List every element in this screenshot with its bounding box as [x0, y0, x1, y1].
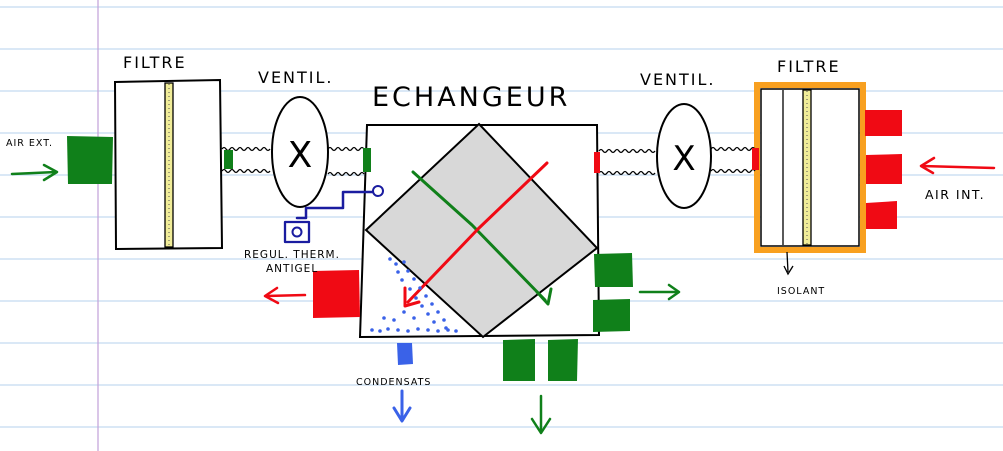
condensate-droplet: [396, 270, 400, 274]
flow-arrows: [10, 156, 996, 435]
fresh-supply-arrow-down: [530, 394, 552, 435]
warm-flow-arrowhead: [403, 286, 421, 308]
right-fan: X VENTIL.: [640, 70, 716, 209]
condensate-droplets: [370, 257, 458, 333]
exchanger-label: ECHANGEUR: [372, 82, 570, 113]
fresh-supply-arrow-right: [638, 283, 681, 301]
flexible-ducts: [221, 146, 756, 177]
air-int-inlet-block-top: [865, 110, 902, 136]
fresh-outlet-block-upper: [594, 253, 633, 287]
air-ext-label: AIR EXT.: [6, 138, 53, 149]
thermostat-dial: [291, 226, 303, 238]
exchanger-fresh-inlet-port: [363, 148, 371, 172]
condensate-droplet: [386, 327, 390, 331]
duct-filter-fan-top: [221, 146, 271, 152]
condensate-droplet: [412, 316, 416, 320]
condensate-droplet: [420, 304, 424, 308]
condensate-droplet: [426, 328, 430, 332]
condensate-droplet: [402, 260, 406, 264]
condensate-droplet: [408, 287, 412, 291]
duct-filter-fan-bottom: [221, 168, 271, 174]
air-int-arrow: [919, 156, 996, 175]
air-int-inlet-block-bottom: [866, 201, 897, 229]
condensate-droplet: [392, 318, 396, 322]
cold-flow-arrowhead: [535, 287, 553, 306]
temperature-probe: [372, 185, 384, 197]
condensate-droplet: [382, 316, 386, 320]
stale-outlet-block: [313, 270, 360, 318]
heat-exchanger: ECHANGEUR: [358, 82, 601, 339]
isolant-leader: [786, 251, 789, 273]
condensate-droplet: [430, 302, 434, 306]
condensate-droplet: [416, 327, 420, 331]
isolant-leader-arrowhead: [783, 265, 794, 276]
right-filter-label: FILTRE: [777, 57, 841, 76]
regulation-cable: [295, 190, 374, 220]
fresh-outlet-block-lower: [593, 299, 630, 332]
antigel-label: ANTIGEL: [266, 263, 318, 275]
condensate-droplet: [406, 329, 410, 333]
duct-fan-exchanger-top: [327, 146, 365, 152]
condensate-drain-block: [397, 343, 413, 365]
exchanger-core: [364, 122, 599, 339]
regulation-label: REGUL. THERM.: [244, 249, 340, 261]
condensate-droplet: [426, 312, 430, 316]
left-filter: FILTRE: [113, 53, 224, 251]
air-int-label: AIR INT.: [925, 187, 985, 202]
condensate-droplet: [414, 296, 418, 300]
right-fan-symbol: X: [672, 139, 695, 179]
condensate-droplet: [454, 329, 458, 333]
condensate-droplet: [378, 329, 382, 333]
condensate-droplet: [400, 278, 404, 282]
condensate-droplet: [394, 262, 398, 266]
condensate-droplet: [442, 318, 446, 322]
fresh-outlet-block-bottom-right: [548, 339, 578, 381]
condensate-droplet: [396, 328, 400, 332]
left-fan-housing: [271, 96, 329, 208]
condensate-droplet: [402, 310, 406, 314]
left-filter-outlet-port: [224, 150, 233, 169]
condensate-droplet: [406, 269, 410, 273]
condensate-droplet: [436, 329, 440, 333]
duct-fan-filter-top: [710, 146, 756, 152]
duct-exchanger-fan-top: [598, 148, 656, 154]
condensate-droplet: [418, 286, 422, 290]
right-fan-housing: [656, 103, 712, 209]
right-filter: FILTRE ISOLANT: [754, 57, 866, 297]
right-filter-outlet-port: [752, 148, 759, 170]
air-int-inlet-block-middle: [866, 154, 902, 184]
left-filter-label: FILTRE: [123, 53, 187, 72]
condensate-droplet: [412, 277, 416, 281]
left-fan-label: VENTIL.: [258, 68, 334, 87]
condensate-drain-arrow: [392, 389, 412, 423]
fresh-air-ports: [67, 136, 633, 381]
warm-flow-line: [406, 161, 549, 304]
left-fan: X VENTIL.: [258, 68, 334, 208]
thermostat-box: [283, 220, 311, 244]
condensate-droplet: [432, 320, 436, 324]
frost-regulation: REGUL. THERM. ANTIGEL: [244, 185, 384, 275]
air-ext-arrow: [10, 163, 59, 182]
condensate-droplet: [370, 328, 374, 332]
fresh-outlet-block-bottom-left: [503, 339, 535, 381]
condensate-droplet: [388, 257, 392, 261]
stale-air-ports: [313, 110, 902, 318]
duct-fan-exchanger-bottom: [327, 171, 365, 177]
exhaust-arrow-left: [263, 286, 307, 305]
left-fan-symbol: X: [288, 135, 313, 176]
condensate-droplet: [424, 294, 428, 298]
exchanger-stale-inlet-port: [594, 152, 600, 173]
cold-flow-line: [411, 170, 547, 302]
duct-exchanger-fan-bottom: [598, 170, 656, 176]
condensate-droplet: [446, 328, 450, 332]
duct-fan-filter-bottom: [710, 168, 756, 174]
condensats-label: CONDENSATS: [356, 377, 431, 388]
condensate-droplet: [436, 310, 440, 314]
isolant-label: ISOLANT: [777, 286, 825, 297]
right-fan-label: VENTIL.: [640, 70, 716, 89]
air-ext-inlet-block: [67, 136, 113, 184]
